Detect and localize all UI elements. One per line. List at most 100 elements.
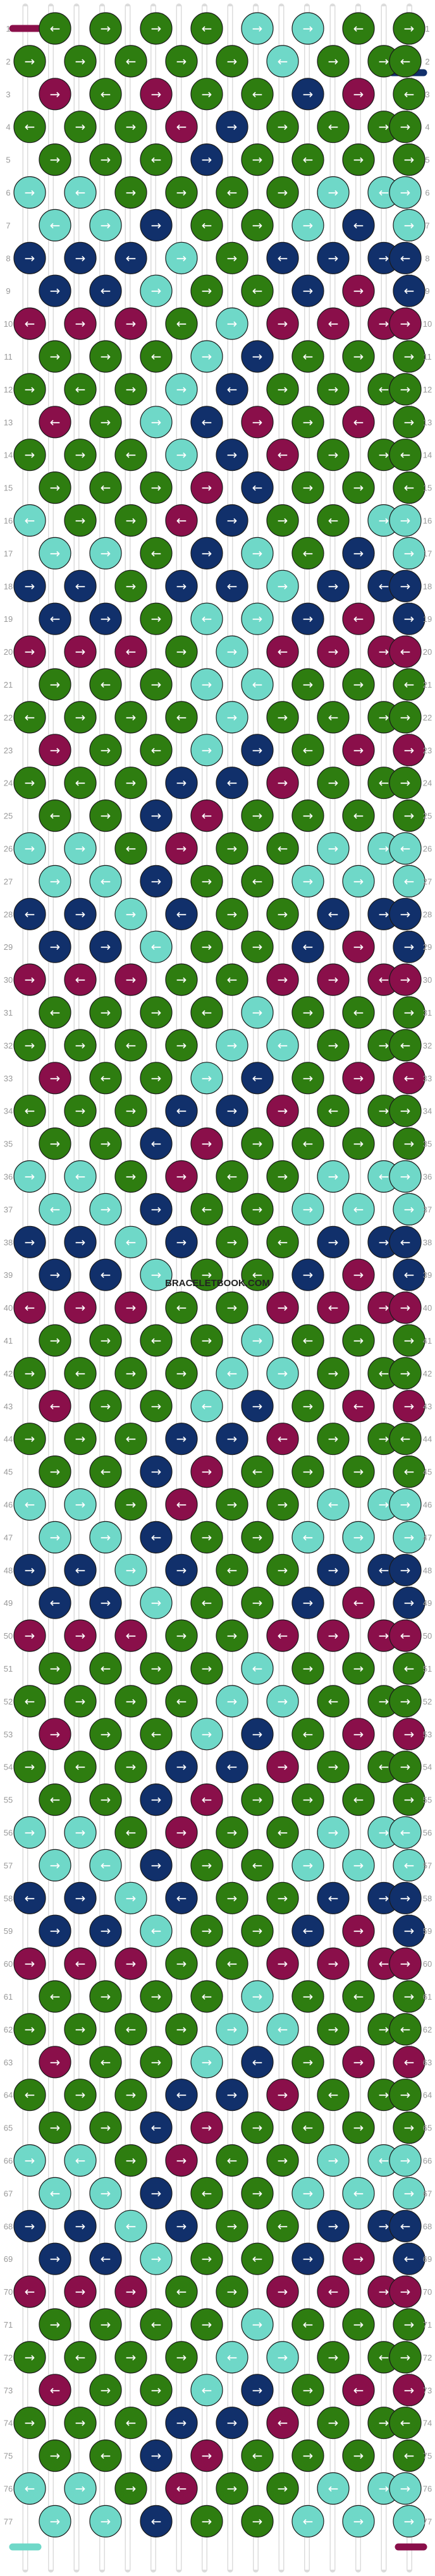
knot: [216, 1291, 248, 1324]
arrow-right-icon: →: [176, 2022, 187, 2037]
arrow-right-icon: →: [303, 1399, 314, 1414]
knot: [342, 2308, 375, 2341]
knot: [266, 504, 299, 537]
knot: [39, 1127, 71, 1160]
knot: [317, 2013, 350, 2046]
knot: [241, 799, 274, 832]
arrow-right-icon: →: [227, 1890, 238, 1905]
row-number-left: 65: [4, 2123, 13, 2133]
arrow-left-icon: ←: [252, 1464, 263, 1479]
arrow-left-icon: ←: [25, 1890, 35, 1905]
arrow-right-icon: →: [400, 119, 411, 135]
arrow-left-icon: ←: [404, 2448, 415, 2464]
arrow-right-icon: →: [328, 1366, 339, 1381]
knot: [89, 406, 122, 439]
arrow-right-icon: →: [101, 1595, 111, 1610]
arrow-right-icon: →: [101, 1333, 111, 1348]
knot: [64, 1160, 97, 1193]
arrow-right-icon: →: [101, 21, 111, 36]
knot: [190, 734, 223, 767]
arrow-right-icon: →: [202, 1529, 212, 1545]
knot: [114, 2209, 147, 2242]
knot: [317, 1423, 350, 1455]
arrow-left-icon: ←: [151, 1136, 162, 1151]
arrow-right-icon: →: [101, 1399, 111, 1414]
knot: [389, 1751, 422, 1783]
arrow-right-icon: →: [50, 349, 61, 364]
arrow-right-icon: →: [400, 972, 411, 987]
arrow-right-icon: →: [379, 1300, 389, 1315]
knot: [190, 1914, 223, 1947]
arrow-right-icon: →: [353, 480, 364, 495]
row-number-left: 63: [4, 2058, 13, 2067]
knot: [266, 241, 299, 274]
arrow-right-icon: →: [126, 316, 137, 331]
knot: [291, 865, 324, 898]
knot: [291, 2439, 324, 2472]
knot: [342, 1193, 375, 1226]
knot: [140, 602, 173, 635]
knot: [39, 799, 71, 832]
row-number-right: 33: [423, 1074, 432, 1083]
arrow-left-icon: ←: [303, 545, 314, 561]
arrow-right-icon: →: [353, 2317, 364, 2332]
row-number-left: 23: [4, 746, 13, 755]
arrow-right-icon: →: [202, 1464, 212, 1479]
row-number-right: 31: [423, 1008, 432, 1018]
arrow-right-icon: →: [126, 972, 137, 987]
arrow-right-icon: →: [126, 2284, 137, 2299]
knot: [140, 1914, 173, 1947]
row-number-left: 59: [4, 1926, 13, 1936]
knot: [266, 111, 299, 143]
knot: [342, 12, 375, 45]
arrow-left-icon: ←: [227, 775, 238, 791]
knot: [64, 1947, 97, 1980]
knot: [39, 2177, 71, 2209]
arrow-left-icon: ←: [227, 185, 238, 200]
row-number-right: 19: [423, 614, 432, 624]
knot: [140, 2111, 173, 2144]
row-number-right: 20: [423, 647, 432, 657]
arrow-right-icon: →: [404, 545, 415, 561]
watermark: BRACELETBOOK.COM: [165, 1278, 270, 1289]
arrow-left-icon: ←: [50, 2383, 61, 2398]
knot: [393, 471, 426, 504]
row-number-left: 7: [6, 221, 10, 230]
arrow-right-icon: →: [202, 2120, 212, 2136]
knot: [291, 799, 324, 832]
knot: [64, 2275, 97, 2308]
knot: [190, 1455, 223, 1488]
arrow-right-icon: →: [101, 2185, 111, 2201]
row-number-right: 11: [423, 352, 432, 361]
knot: [291, 1783, 324, 1816]
arrow-left-icon: ←: [379, 382, 389, 397]
row-number-left: 26: [4, 844, 13, 854]
arrow-left-icon: ←: [151, 152, 162, 167]
knot: [13, 832, 46, 865]
row-number-right: 37: [423, 1205, 432, 1214]
knot: [165, 1619, 198, 1652]
knot: [13, 2407, 46, 2439]
knot: [89, 1324, 122, 1357]
row-number-right: 43: [423, 1402, 432, 1411]
row-number-left: 69: [4, 2254, 13, 2264]
arrow-right-icon: →: [50, 480, 61, 495]
knot: [393, 2308, 426, 2341]
knot: [39, 1390, 71, 1423]
arrow-right-icon: →: [202, 1267, 212, 1282]
knot: [13, 963, 46, 996]
knot: [114, 1291, 147, 1324]
knot: [241, 996, 274, 1029]
knot: [266, 1423, 299, 1455]
arrow-left-icon: ←: [101, 1267, 111, 1282]
knot: [39, 1980, 71, 2013]
row-number-left: 34: [4, 1107, 13, 1116]
arrow-left-icon: ←: [126, 2218, 137, 2233]
knot: [64, 701, 97, 734]
knot: [140, 12, 173, 45]
arrow-left-icon: ←: [400, 2218, 411, 2233]
arrow-left-icon: ←: [176, 513, 187, 528]
row-number-right: 14: [423, 451, 432, 460]
arrow-left-icon: ←: [101, 283, 111, 298]
arrow-right-icon: →: [328, 578, 339, 593]
